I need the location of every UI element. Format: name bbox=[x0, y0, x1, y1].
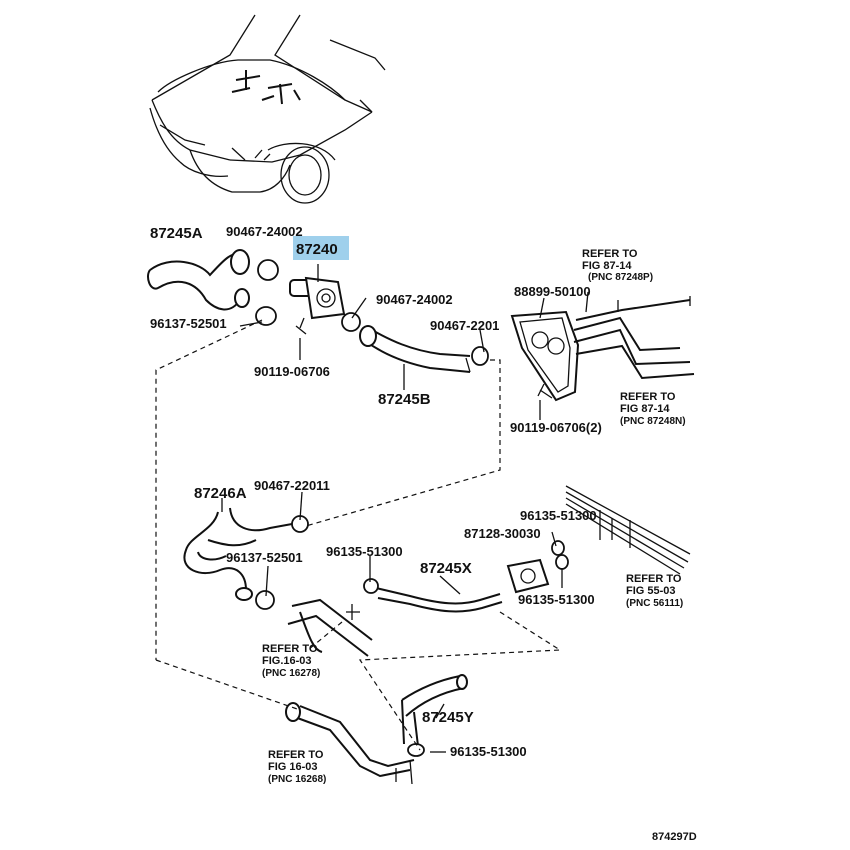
label-90467-22011: 90467-22011 bbox=[254, 478, 330, 493]
label-87245B: 87245B bbox=[378, 391, 431, 408]
refer-to-87248p: REFER TO FIG 87-14 (PNC 87248P) bbox=[582, 248, 653, 283]
refer-to-56111: REFER TO FIG 55-03 (PNC 56111) bbox=[626, 573, 683, 609]
label-90467-24002-a: 90467-24002 bbox=[226, 224, 303, 239]
label-96135-51300-c: 96135-51300 bbox=[518, 592, 595, 607]
ref-line: (PNC 87248N) bbox=[620, 416, 686, 427]
label-96135-51300-a: 96135-51300 bbox=[520, 508, 597, 523]
label-87245X: 87245X bbox=[420, 560, 472, 577]
ref-line: FIG 16-03 bbox=[268, 761, 318, 773]
refer-to-16278: REFER TO FIG.16-03 (PNC 16278) bbox=[262, 643, 320, 679]
ref-line: (PNC 16268) bbox=[268, 774, 326, 785]
highlight-box bbox=[293, 236, 349, 260]
ref-line: REFER TO bbox=[582, 248, 638, 260]
leader-lines bbox=[155, 264, 589, 753]
label-87240: 87240 bbox=[296, 241, 338, 258]
ref-line: FIG 87-14 bbox=[582, 260, 632, 272]
label-87246A: 87246A bbox=[194, 485, 247, 502]
ref-line: REFER TO bbox=[620, 391, 676, 403]
ref-line: REFER TO bbox=[626, 573, 682, 585]
label-90119-06706-a: 90119-06706 bbox=[254, 364, 330, 379]
refer-to-87248n: REFER TO FIG 87-14 (PNC 87248N) bbox=[620, 391, 686, 427]
lower-hose-assembly bbox=[285, 674, 468, 785]
pipe-bundle bbox=[565, 485, 691, 575]
ref-line: (PNC 16278) bbox=[262, 668, 320, 679]
upper-hose-assembly bbox=[147, 249, 695, 402]
label-87128-30030: 87128-30030 bbox=[464, 526, 541, 541]
label-88899-50100: 88899-50100 bbox=[514, 284, 591, 299]
diagram-code: 874297D bbox=[652, 831, 697, 843]
label-96137-52501-b: 96137-52501 bbox=[226, 550, 303, 565]
label-96135-51300-d: 96135-51300 bbox=[450, 744, 527, 759]
label-87245A: 87245A bbox=[150, 225, 203, 242]
ref-line: (PNC 56111) bbox=[626, 598, 683, 609]
ref-line: (PNC 87248P) bbox=[588, 272, 653, 283]
label-90467-2201: 90467-2201 bbox=[430, 318, 499, 333]
label-90467-24002-b: 90467-24002 bbox=[376, 292, 453, 307]
ref-line: FIG 87-14 bbox=[620, 403, 670, 415]
label-90119-06706-2: 90119-06706(2) bbox=[510, 420, 602, 435]
ref-line: FIG.16-03 bbox=[262, 655, 312, 667]
ref-line: REFER TO bbox=[268, 749, 324, 761]
label-96137-52501-a: 96137-52501 bbox=[150, 316, 227, 331]
vehicle-sketch bbox=[149, 14, 386, 204]
refer-to-16268: REFER TO FIG 16-03 (PNC 16268) bbox=[268, 749, 326, 785]
ref-line: REFER TO bbox=[262, 643, 318, 655]
ref-line: FIG 55-03 bbox=[626, 585, 676, 597]
label-96135-51300-b: 96135-51300 bbox=[326, 544, 403, 559]
label-87245Y: 87245Y bbox=[422, 709, 474, 726]
